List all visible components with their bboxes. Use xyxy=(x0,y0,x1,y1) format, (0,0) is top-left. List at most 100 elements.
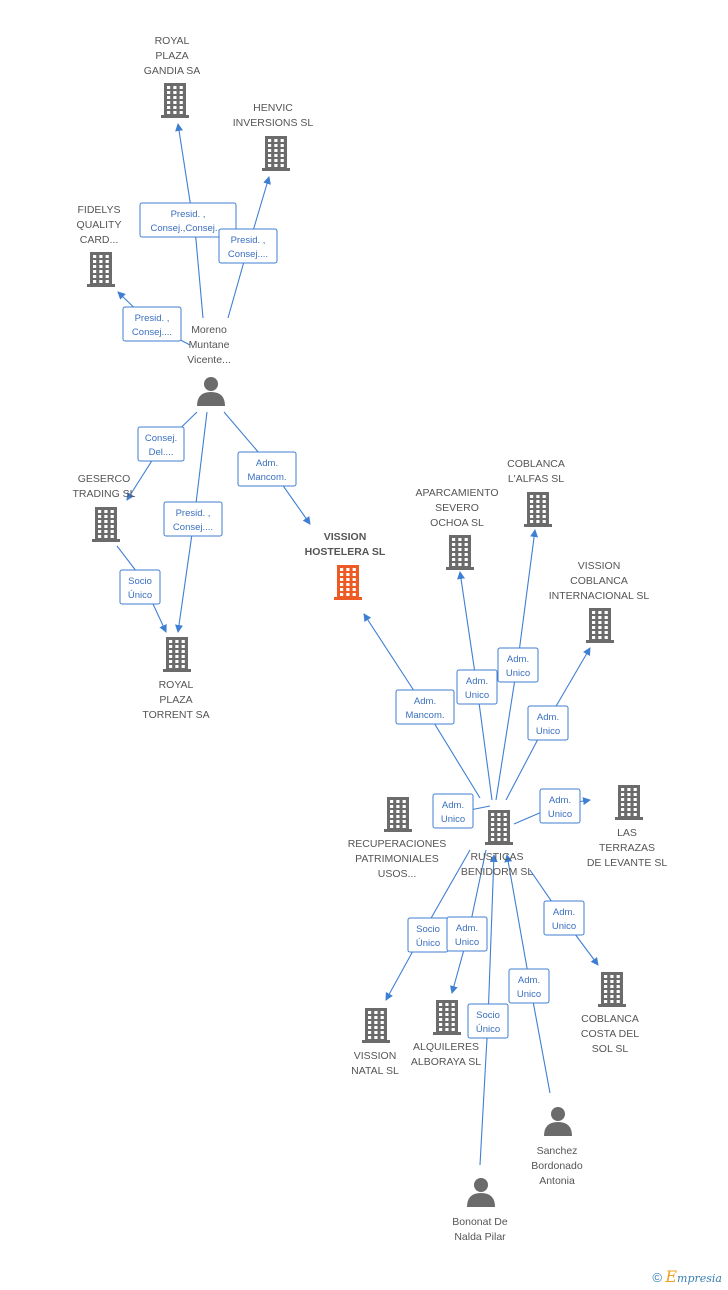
node-label-line: HENVIC xyxy=(253,102,293,114)
node-recuperaciones[interactable]: RECUPERACIONES PATRIMONIALES USOS... xyxy=(348,797,447,880)
relation-label-line: Consej. xyxy=(145,433,177,444)
relation-label-line: Socio xyxy=(128,576,152,587)
node-label-line: ROYAL xyxy=(159,679,194,691)
node-label-line: SEVERO xyxy=(435,502,479,514)
relation-label-line: Adm. xyxy=(456,923,478,934)
person-icon xyxy=(197,377,225,406)
node-label-line: Sanchez xyxy=(537,1145,578,1157)
relation-label: Presid. , Consej.... xyxy=(132,313,172,338)
node-label-line: LAS xyxy=(617,827,637,839)
relation-label-box[interactable]: Adm.Unico xyxy=(543,900,585,936)
relation-label-line: Socio xyxy=(416,924,440,935)
node-label-line: TERRAZAS xyxy=(599,842,655,854)
relation-label: Presid. ,Consej.... xyxy=(173,508,213,533)
relation-label-box[interactable]: Adm. Unico xyxy=(539,788,581,824)
node-label-line: Bononat De xyxy=(452,1216,508,1228)
node-label-line: Antonia xyxy=(539,1175,575,1187)
building-icon xyxy=(598,972,626,1007)
node-label: RECUPERACIONES PATRIMONIALES USOS... xyxy=(348,838,447,880)
relation-label-box[interactable]: Presid. ,Consej.... xyxy=(163,501,223,537)
node-label-line: PATRIMONIALES xyxy=(355,853,439,865)
node-label-line: NATAL SL xyxy=(351,1065,399,1077)
relation-label-line: Presid. , xyxy=(231,235,266,246)
relation-label-box[interactable]: Adm.Unico xyxy=(508,968,550,1004)
relation-label-line: Unico xyxy=(536,726,560,737)
relation-label-line: Unico xyxy=(548,809,572,820)
relation-label-line: Adm. xyxy=(414,696,436,707)
node-label-line: INVERSIONS SL xyxy=(233,117,314,129)
relation-label-line: Consej.... xyxy=(132,327,172,338)
node-henvic[interactable]: HENVIC INVERSIONS SL xyxy=(233,102,314,171)
edge-moreno-to-royal-gandia xyxy=(175,123,204,319)
relation-label-line: Unico xyxy=(455,937,479,948)
relation-label-box[interactable]: Presid. ,Consej.,Consej.... xyxy=(139,202,237,238)
node-label-line: Muntane xyxy=(189,339,230,351)
relation-label-box[interactable]: Adm.Unico xyxy=(456,669,498,705)
building-icon xyxy=(433,1000,461,1035)
relation-label-box[interactable]: Presid. ,Consej.... xyxy=(218,228,278,264)
node-label-line: RECUPERACIONES xyxy=(348,838,447,850)
node-vission-hostelera[interactable]: VISSION HOSTELERA SL xyxy=(305,531,386,600)
relation-label-box[interactable]: Presid. , Consej.... xyxy=(122,306,182,342)
relation-label-line: Único xyxy=(128,590,152,601)
node-label-line: Bordonado xyxy=(531,1160,583,1172)
relation-label-line: Adm. xyxy=(549,795,571,806)
node-label: Bononat De Nalda Pilar xyxy=(452,1216,508,1243)
node-label-line: L'ALFAS SL xyxy=(508,473,564,485)
brand-initial: E xyxy=(665,1267,678,1286)
relation-label-line: Unico xyxy=(552,921,576,932)
node-label-line: Nalda Pilar xyxy=(454,1231,506,1243)
relation-label: Adm. Unico xyxy=(455,923,479,948)
node-label-line: VISSION xyxy=(578,560,621,572)
relation-label-box[interactable]: Adm. Unico xyxy=(446,916,488,952)
node-label-line: OCHOA SL xyxy=(430,517,484,529)
node-bononat[interactable]: Bononat De Nalda Pilar xyxy=(452,1178,508,1243)
relation-label-box[interactable]: Adm.Unico xyxy=(497,647,539,683)
building-icon xyxy=(446,535,474,570)
relation-label-box[interactable]: Adm.Mancom. xyxy=(237,451,297,487)
node-label-line: Vicente... xyxy=(187,354,231,366)
building-icon xyxy=(615,785,643,820)
relation-label-line: Presid. , xyxy=(135,313,170,324)
node-label-line: RUSTICAS xyxy=(470,851,523,863)
node-label-line: SOL SL xyxy=(592,1043,629,1055)
relation-label: Adm.Unico xyxy=(506,654,530,679)
node-label-line: USOS... xyxy=(378,868,417,880)
relation-label-line: Adm. xyxy=(507,654,529,665)
node-label-line: HOSTELERA SL xyxy=(305,546,386,558)
node-label: HENVIC INVERSIONS SL xyxy=(233,102,314,129)
relation-label-box[interactable]: Consej.Del.... xyxy=(137,426,185,462)
relation-label-box[interactable]: Adm.Unico xyxy=(432,793,474,829)
node-label-line: VISSION xyxy=(324,531,367,543)
node-label-line: COSTA DEL xyxy=(581,1028,639,1040)
node-label-line: FIDELYS xyxy=(78,204,121,216)
relation-label-line: Presid. , xyxy=(171,209,206,220)
relation-label-box[interactable]: Adm.Unico xyxy=(527,705,569,741)
relation-label-box[interactable]: Adm. Mancom. xyxy=(395,689,455,725)
relation-label-line: Mancom. xyxy=(405,710,444,721)
